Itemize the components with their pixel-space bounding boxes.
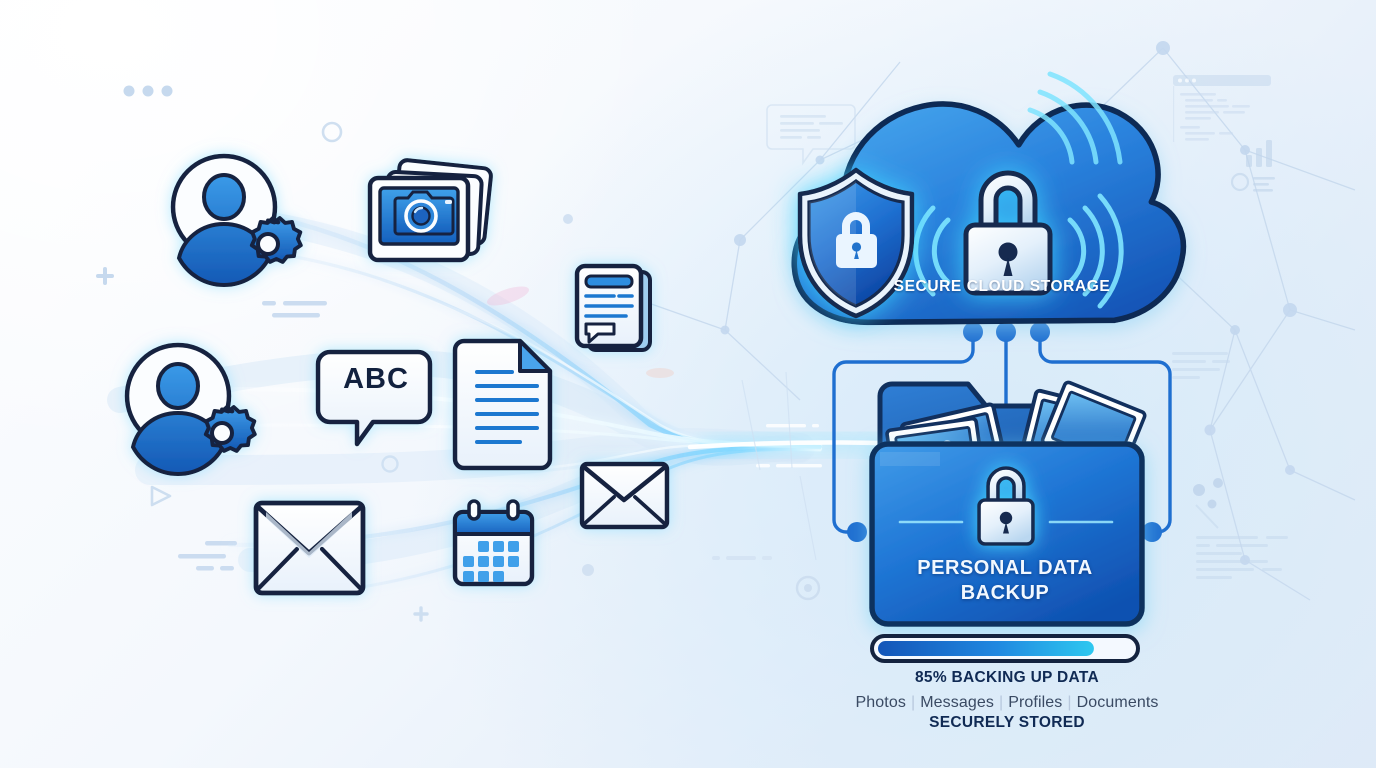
padlock-icon [963,170,1053,296]
folder-label: PERSONAL DATA BACKUP [855,556,1155,606]
play-triangle-decor [150,485,172,507]
dot-decor [563,214,573,224]
circle-outline-decor-2 [381,455,399,473]
lens-flare-2 [646,368,674,378]
plus-decor-2 [413,606,429,622]
chat-bubble-outline [766,104,856,166]
securely-stored-text: SECURELY STORED [929,714,1085,731]
shield-lock-icon [797,167,915,319]
envelope-icon-2 [579,461,670,530]
category-separator: | [998,694,1004,711]
profile-settings-icon-2 [124,342,257,476]
message-document-icon [574,263,652,352]
category-profiles: Profiles [1008,694,1063,711]
signal-waves-top [1027,71,1123,165]
signal-waves-icon-left [913,205,951,297]
doc-lines-decor-2 [1172,352,1230,379]
folder-label-line1: PERSONAL DATA [917,557,1093,579]
envelope-icon-1 [253,500,366,596]
progress-fill [878,641,1094,656]
plus-decor [96,267,114,285]
speech-bubble-abc-icon [315,349,433,447]
category-list: Photos|Messages|Profiles|Documents [757,694,1257,712]
dot-decor-2 [582,564,594,576]
category-photos: Photos [855,694,906,711]
dots-cluster-decor [1193,478,1223,509]
speech-bubble-text: ABC [343,363,409,395]
profile-settings-icon-1 [170,153,303,287]
document-icon [452,338,553,471]
circle-outline-decor [321,121,343,143]
circle-outline-decor-3 [795,575,821,601]
bar-chart-mock [1230,140,1275,192]
folder-label-line2: BACKUP [960,582,1050,604]
dash-lines-decor-2 [178,541,237,571]
category-separator: | [1067,694,1072,711]
category-messages: Messages [920,694,994,711]
dash-lines-decor-3 [712,556,772,560]
photo-stack-icon [367,158,493,263]
folder-lock-icon [977,466,1035,546]
category-separator: | [910,694,916,711]
cloud-label: SECURE CLOUD STORAGE [893,278,1111,295]
progress-status-text: 85% BACKING UP DATA [915,669,1099,686]
dot-decor-3 [804,584,812,592]
lens-flare [486,286,530,306]
dash-lines-decor [262,301,327,318]
doc-lines-decor [1195,504,1288,579]
calendar-icon [452,499,535,587]
code-window-mock [1173,75,1271,142]
three-dots-decor [123,85,173,97]
category-documents: Documents [1076,694,1159,711]
signal-waves-icon [1067,193,1124,309]
